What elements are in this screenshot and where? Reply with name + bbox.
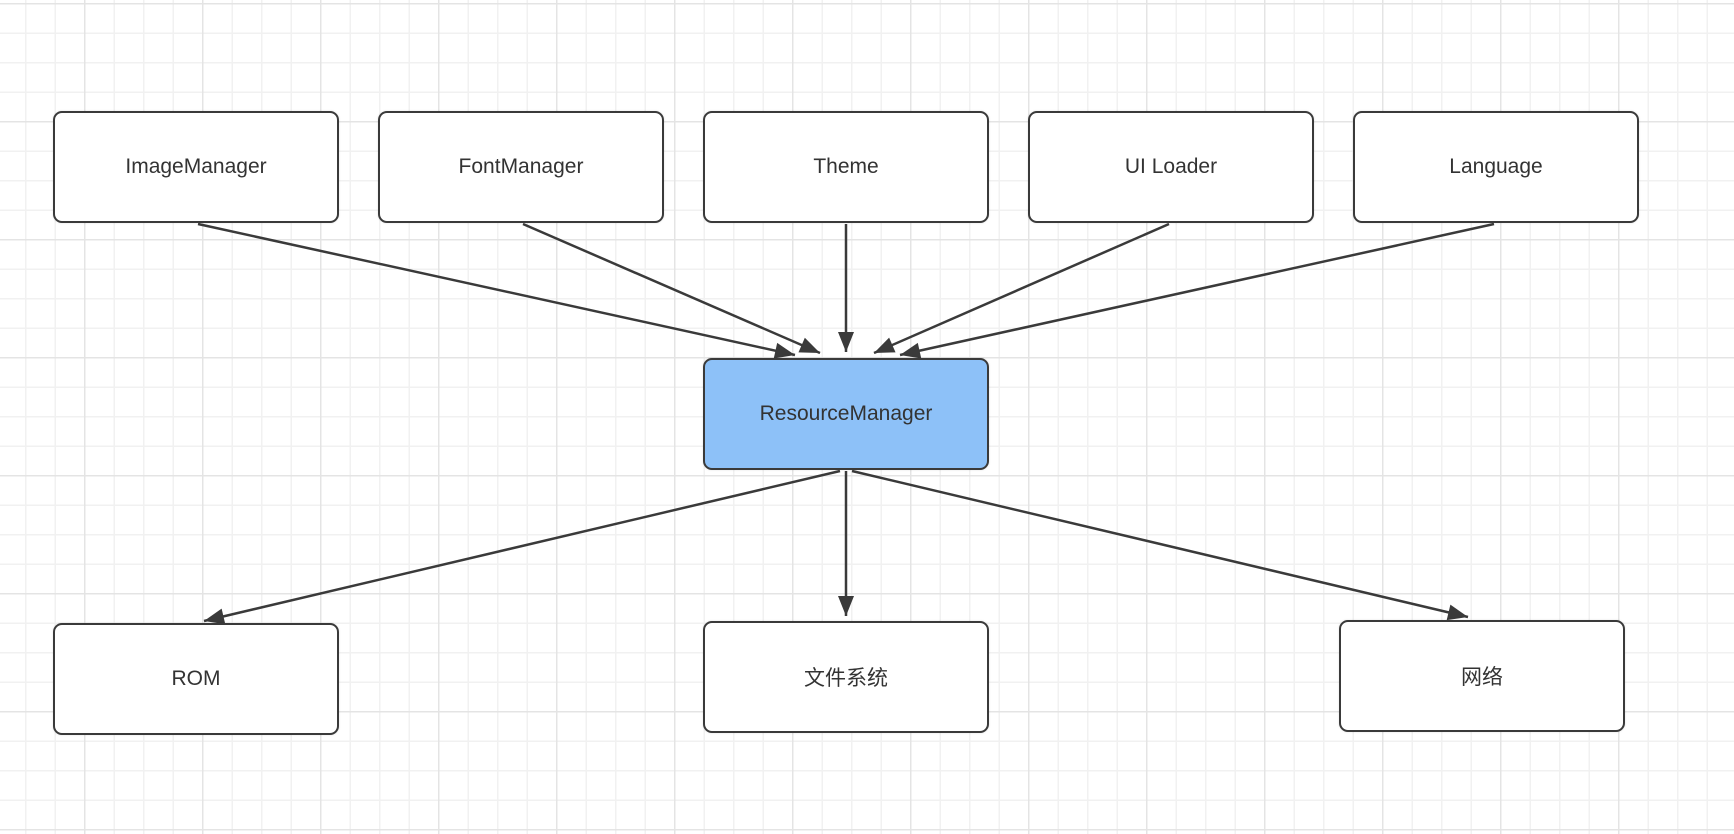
node-rom[interactable]: ROM: [53, 623, 339, 735]
edge-uiloader-to-resourcemanager[interactable]: [873, 222, 1170, 355]
node-fontmanager[interactable]: FontManager: [378, 111, 664, 223]
node-ui-loader-label: UI Loader: [1124, 155, 1218, 178]
node-fontmanager-label: FontManager: [458, 155, 584, 178]
node-theme-label: Theme: [813, 155, 879, 178]
node-imagemanager[interactable]: ImageManager: [53, 111, 339, 223]
edge-imagemanager-to-resourcemanager[interactable]: [197, 222, 796, 359]
node-rom-label: ROM: [171, 667, 221, 690]
edge-language-to-resourcemanager[interactable]: [899, 222, 1495, 359]
node-theme[interactable]: Theme: [703, 111, 989, 223]
node-resourcemanager-label: ResourceManager: [759, 402, 933, 425]
node-network-label: 网络: [1461, 666, 1503, 689]
node-filesystem[interactable]: 文件系统: [703, 621, 989, 733]
node-language-label: Language: [1449, 155, 1543, 178]
edge-fontmanager-to-resourcemanager[interactable]: [522, 222, 821, 355]
node-network[interactable]: 网络: [1339, 620, 1625, 732]
node-filesystem-label: 文件系统: [804, 667, 888, 690]
edge-resourcemanager-to-rom[interactable]: [203, 469, 841, 625]
node-resourcemanager[interactable]: ResourceManager: [703, 358, 989, 470]
node-language[interactable]: Language: [1353, 111, 1639, 223]
edge-resourcemanager-to-network[interactable]: [851, 469, 1469, 621]
node-ui-loader[interactable]: UI Loader: [1028, 111, 1314, 223]
node-imagemanager-label: ImageManager: [125, 155, 267, 178]
